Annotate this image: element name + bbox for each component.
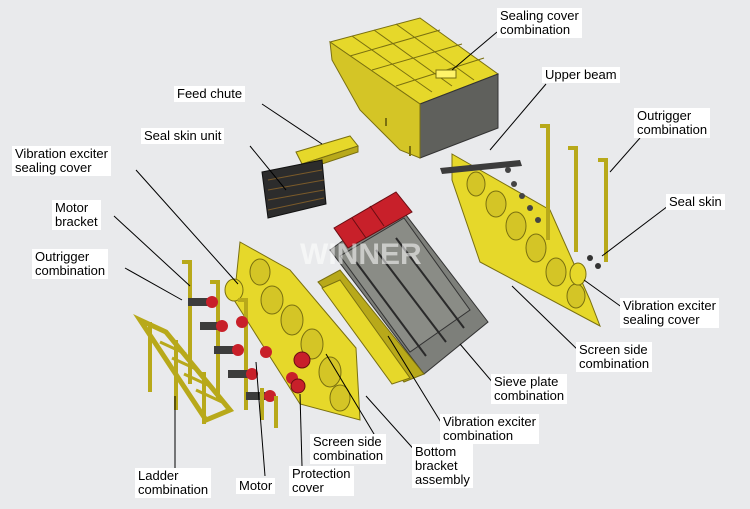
right-screen-side-part	[440, 153, 601, 328]
label-motor-bracket: Motor bracket	[52, 200, 101, 230]
label-feed-chute: Feed chute	[174, 86, 246, 102]
leader-lines	[113, 31, 669, 477]
label-seal-skin-unit: Seal skin unit	[141, 128, 225, 144]
label-vibration-exciter-sealing-cover-right: Vibration exciter sealing cover	[620, 298, 719, 328]
label-screen-side-combination-right: Screen side combination	[576, 342, 653, 372]
watermark-text: WINNER	[300, 238, 422, 271]
label-upper-beam: Upper beam	[542, 67, 620, 83]
label-vibration-exciter-sealing-cover-left: Vibration exciter sealing cover	[12, 146, 111, 176]
label-seal-skin: Seal skin	[666, 194, 725, 210]
ladder-part	[133, 314, 278, 428]
label-screen-side-combination-bottom: Screen side combination	[310, 434, 387, 464]
right-outrigger-part	[540, 124, 608, 286]
label-outrigger-combination-right: Outrigger combination	[634, 108, 711, 138]
label-protection-cover: Protection cover	[289, 466, 354, 496]
sealing-cover-part	[328, 17, 500, 159]
left-screen-side-part	[224, 241, 361, 421]
label-sieve-plate-combination: Sieve plate combination	[491, 374, 568, 404]
screen-body-part	[317, 191, 489, 385]
label-outrigger-combination-left: Outrigger combination	[32, 249, 109, 279]
label-sealing-cover-combination: Sealing cover combination	[497, 8, 582, 38]
label-motor: Motor	[236, 478, 276, 494]
seal-skin-unit-part	[261, 159, 327, 219]
label-ladder-combination: Ladder combination	[135, 468, 212, 498]
label-bottom-bracket-assembly: Bottom bracket assembly	[412, 444, 473, 488]
label-vibration-exciter-combination: Vibration exciter combination	[440, 414, 539, 444]
